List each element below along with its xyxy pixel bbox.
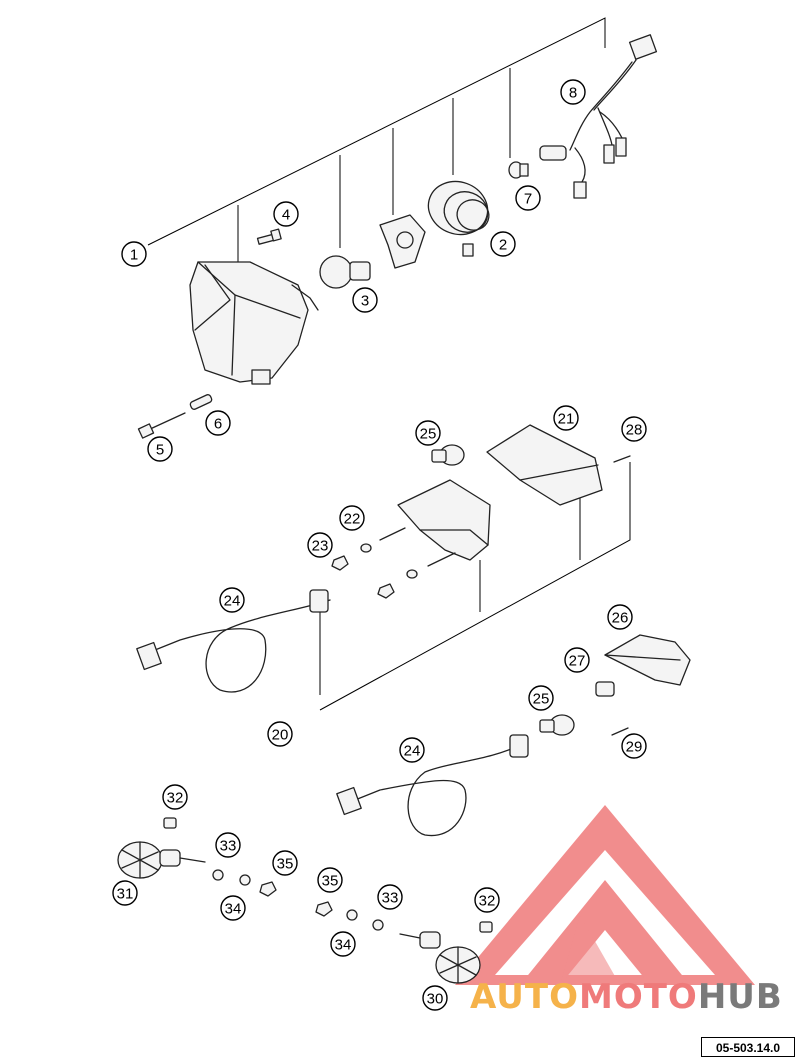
callout-8: 8 xyxy=(560,79,586,105)
mounting-bolt xyxy=(137,394,213,439)
callout-20: 20 xyxy=(267,721,293,747)
document-code: 05-503.14.0 xyxy=(701,1037,795,1057)
wiring-harness xyxy=(569,34,658,199)
callout-number: 32 xyxy=(479,893,496,910)
callout-34: 34 xyxy=(220,895,246,921)
tail-bulb xyxy=(431,444,465,466)
parking-bulb xyxy=(508,145,567,179)
callout-28: 28 xyxy=(621,416,647,442)
callout-labels: 1234567820212223242425252627282930313232… xyxy=(112,79,647,1011)
tail-lens xyxy=(486,424,603,506)
callout-27: 27 xyxy=(564,647,590,673)
callout-number: 33 xyxy=(220,838,237,855)
callout-number: 35 xyxy=(322,873,339,890)
callout-number: 24 xyxy=(404,743,421,760)
callout-21: 21 xyxy=(553,405,579,431)
tail-wiring xyxy=(136,589,331,693)
indicator-bulb xyxy=(539,714,575,736)
callout-number: 31 xyxy=(117,886,134,903)
callout-number: 35 xyxy=(277,856,294,873)
callout-number: 5 xyxy=(156,442,164,459)
headlight-bulb xyxy=(319,214,426,289)
callout-2: 2 xyxy=(490,231,516,257)
callout-number: 32 xyxy=(167,790,184,807)
callout-number: 30 xyxy=(427,991,444,1008)
callout-number: 20 xyxy=(272,727,289,744)
callout-32: 32 xyxy=(474,887,500,913)
tail-light-leaders xyxy=(319,462,631,711)
callout-30: 30 xyxy=(422,985,448,1011)
indicator-hardware xyxy=(163,817,493,933)
callout-25: 25 xyxy=(528,685,554,711)
watermark-wordmark: AUTOMOTOHUB xyxy=(470,977,783,1017)
callout-4: 4 xyxy=(273,201,299,227)
indicator-left xyxy=(117,841,206,879)
callout-1: 1 xyxy=(121,241,147,267)
callout-number: 29 xyxy=(626,739,643,756)
callout-31: 31 xyxy=(112,880,138,906)
callout-number: 28 xyxy=(626,422,643,439)
callout-33: 33 xyxy=(377,884,403,910)
callout-number: 2 xyxy=(499,237,507,254)
callout-number: 3 xyxy=(361,293,369,310)
watermark-hub: HUB xyxy=(698,977,783,1017)
leader-lines-headlight xyxy=(147,17,606,262)
callout-5: 5 xyxy=(147,436,173,462)
callout-24: 24 xyxy=(399,737,425,763)
callout-number: 8 xyxy=(569,85,577,102)
callout-29: 29 xyxy=(621,733,647,759)
callout-number: 34 xyxy=(225,901,242,918)
callout-7: 7 xyxy=(515,185,541,211)
callout-number: 33 xyxy=(382,890,399,907)
callout-3: 3 xyxy=(352,287,378,313)
callout-number: 7 xyxy=(524,191,532,208)
callout-34: 34 xyxy=(330,931,356,957)
headlight-screw xyxy=(256,228,282,245)
callout-number: 24 xyxy=(224,593,241,610)
callout-number: 4 xyxy=(282,207,290,224)
callout-6: 6 xyxy=(205,410,231,436)
warning-triangle-logo-icon xyxy=(455,805,755,985)
rubber-boot xyxy=(427,180,490,257)
indicator-right xyxy=(399,931,481,984)
callout-32: 32 xyxy=(162,784,188,810)
callout-number: 34 xyxy=(335,937,352,954)
callout-26: 26 xyxy=(607,604,633,630)
callout-23: 23 xyxy=(307,532,333,558)
callout-number: 25 xyxy=(420,426,437,443)
callout-number: 23 xyxy=(312,538,329,555)
callout-22: 22 xyxy=(339,505,365,531)
watermark-auto: AUTO xyxy=(470,977,579,1017)
tail-fasteners xyxy=(331,527,456,599)
callout-25: 25 xyxy=(415,420,441,446)
callout-35: 35 xyxy=(317,867,343,893)
indicator-wiring xyxy=(336,734,529,837)
cover-holder xyxy=(595,634,691,736)
callout-35: 35 xyxy=(272,850,298,876)
callout-number: 27 xyxy=(569,653,586,670)
callout-number: 25 xyxy=(533,691,550,708)
watermark-moto: MOTO xyxy=(579,977,698,1017)
callout-number: 1 xyxy=(130,247,138,264)
callout-24: 24 xyxy=(219,587,245,613)
callout-number: 22 xyxy=(344,511,361,528)
tail-housing xyxy=(397,479,491,561)
callout-number: 6 xyxy=(214,416,222,433)
headlight-housing xyxy=(189,261,319,385)
lens-screw xyxy=(613,455,631,463)
callout-number: 21 xyxy=(558,411,575,428)
callout-33: 33 xyxy=(215,832,241,858)
callout-number: 26 xyxy=(612,610,629,627)
